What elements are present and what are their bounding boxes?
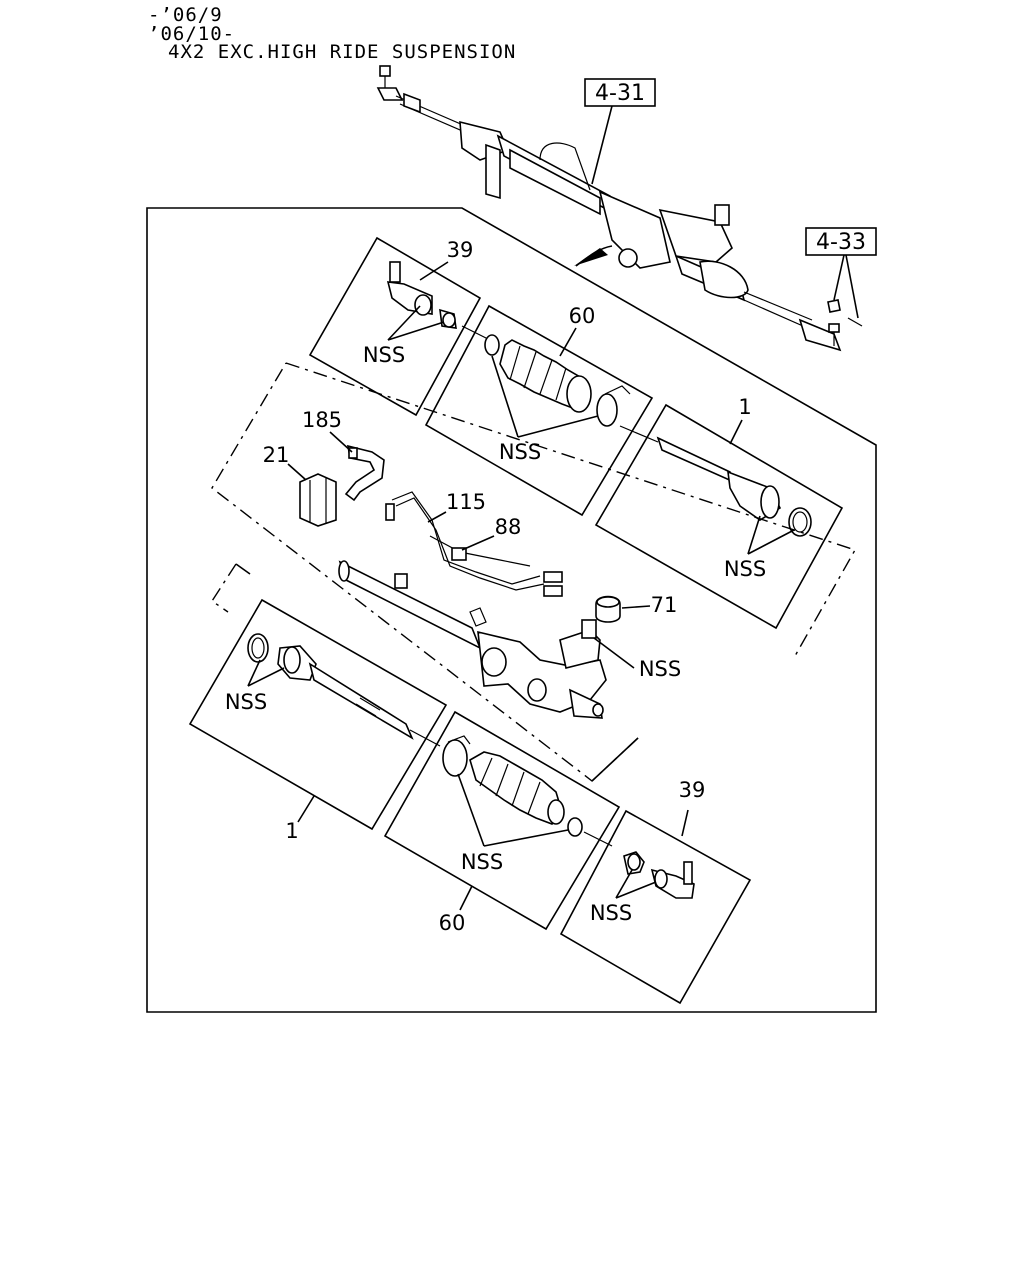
leader-4-33-a — [833, 254, 845, 301]
label-115: 115 — [446, 490, 486, 514]
box-inner-rod-left — [188, 598, 448, 831]
label-71: 71 — [651, 593, 678, 617]
label-88: 88 — [495, 515, 522, 539]
leader-1-left — [297, 795, 315, 823]
box-boot-bottom — [383, 710, 621, 931]
leader-nss-3-b — [747, 529, 795, 555]
leader-185 — [329, 431, 353, 453]
leader-nss-4 — [593, 637, 635, 669]
leader-21 — [287, 463, 307, 481]
label-nss-7: NSS — [590, 901, 632, 925]
leader-nss-3-a — [747, 515, 761, 555]
leader-nss-7-a — [615, 869, 633, 899]
box-tie-rod-end-bottom — [559, 809, 752, 1005]
leader-88 — [461, 535, 495, 551]
label-185: 185 — [302, 408, 342, 432]
box-inner-rod-left-outer — [211, 563, 237, 613]
leader-nss-6-b — [483, 829, 569, 847]
label-39-bottom: 39 — [679, 778, 706, 802]
label-60-bottom: 60 — [439, 911, 466, 935]
boot-top-illustration — [461, 325, 631, 427]
box-inner-rod-right — [594, 403, 844, 630]
label-1-left: 1 — [285, 819, 298, 843]
leader-39-top — [419, 261, 449, 281]
label-60-top: 60 — [569, 304, 596, 328]
label-nss-5: NSS — [225, 690, 267, 714]
leader-60-top — [559, 327, 577, 357]
leader-1-right — [729, 419, 743, 445]
header-line-1: -’06/9 — [148, 4, 223, 26]
label-nss-3: NSS — [724, 557, 766, 581]
label-nss-4: NSS — [639, 657, 681, 681]
leader-39-bottom — [681, 809, 689, 837]
box-tie-rod-end-top — [308, 236, 482, 417]
ref-4-31: 4-31 — [595, 81, 645, 106]
ref-4-33: 4-33 — [816, 230, 866, 255]
leader-nss-5-b — [247, 667, 285, 687]
leader-71 — [621, 605, 651, 609]
leader-nss-7-b — [615, 881, 657, 899]
complete-rack-assembly-illustration — [376, 65, 863, 352]
ref-box-4-31 — [584, 78, 656, 107]
label-1-right: 1 — [738, 395, 751, 419]
label-nss-2: NSS — [499, 440, 541, 464]
header-line-3: 4X2 EXC.HIGH RIDE SUSPENSION — [168, 41, 517, 63]
box-boot-top — [424, 304, 654, 517]
leader-nss-6-a — [457, 773, 485, 847]
ref-box-4-33 — [805, 227, 877, 256]
header-line-2: ’06/10- — [148, 23, 236, 45]
leader-4-31 — [591, 105, 613, 185]
inner-rod-left-illustration — [247, 633, 441, 747]
leader-nss-2-b — [517, 415, 599, 438]
boot-bottom-illustration — [442, 735, 613, 847]
leader-4-33-b — [845, 254, 859, 319]
leader-nss-2-a — [491, 355, 519, 438]
inner-rod-right-illustration — [619, 425, 812, 537]
housing-illustration — [299, 444, 621, 719]
label-21: 21 — [263, 443, 290, 467]
tie-rod-end-bottom-illustration — [623, 851, 695, 899]
label-nss-6: NSS — [461, 850, 503, 874]
tie-rod-end-top-illustration — [386, 261, 457, 329]
leader-60-bottom — [459, 885, 473, 911]
label-nss-1: NSS — [363, 343, 405, 367]
leader-nss-5-a — [247, 659, 261, 687]
label-39-top: 39 — [447, 238, 474, 262]
outer-frame — [146, 207, 877, 1013]
leader-nss-1-b — [387, 321, 445, 341]
leader-115 — [427, 511, 447, 523]
leader-nss-1-a — [387, 305, 421, 341]
